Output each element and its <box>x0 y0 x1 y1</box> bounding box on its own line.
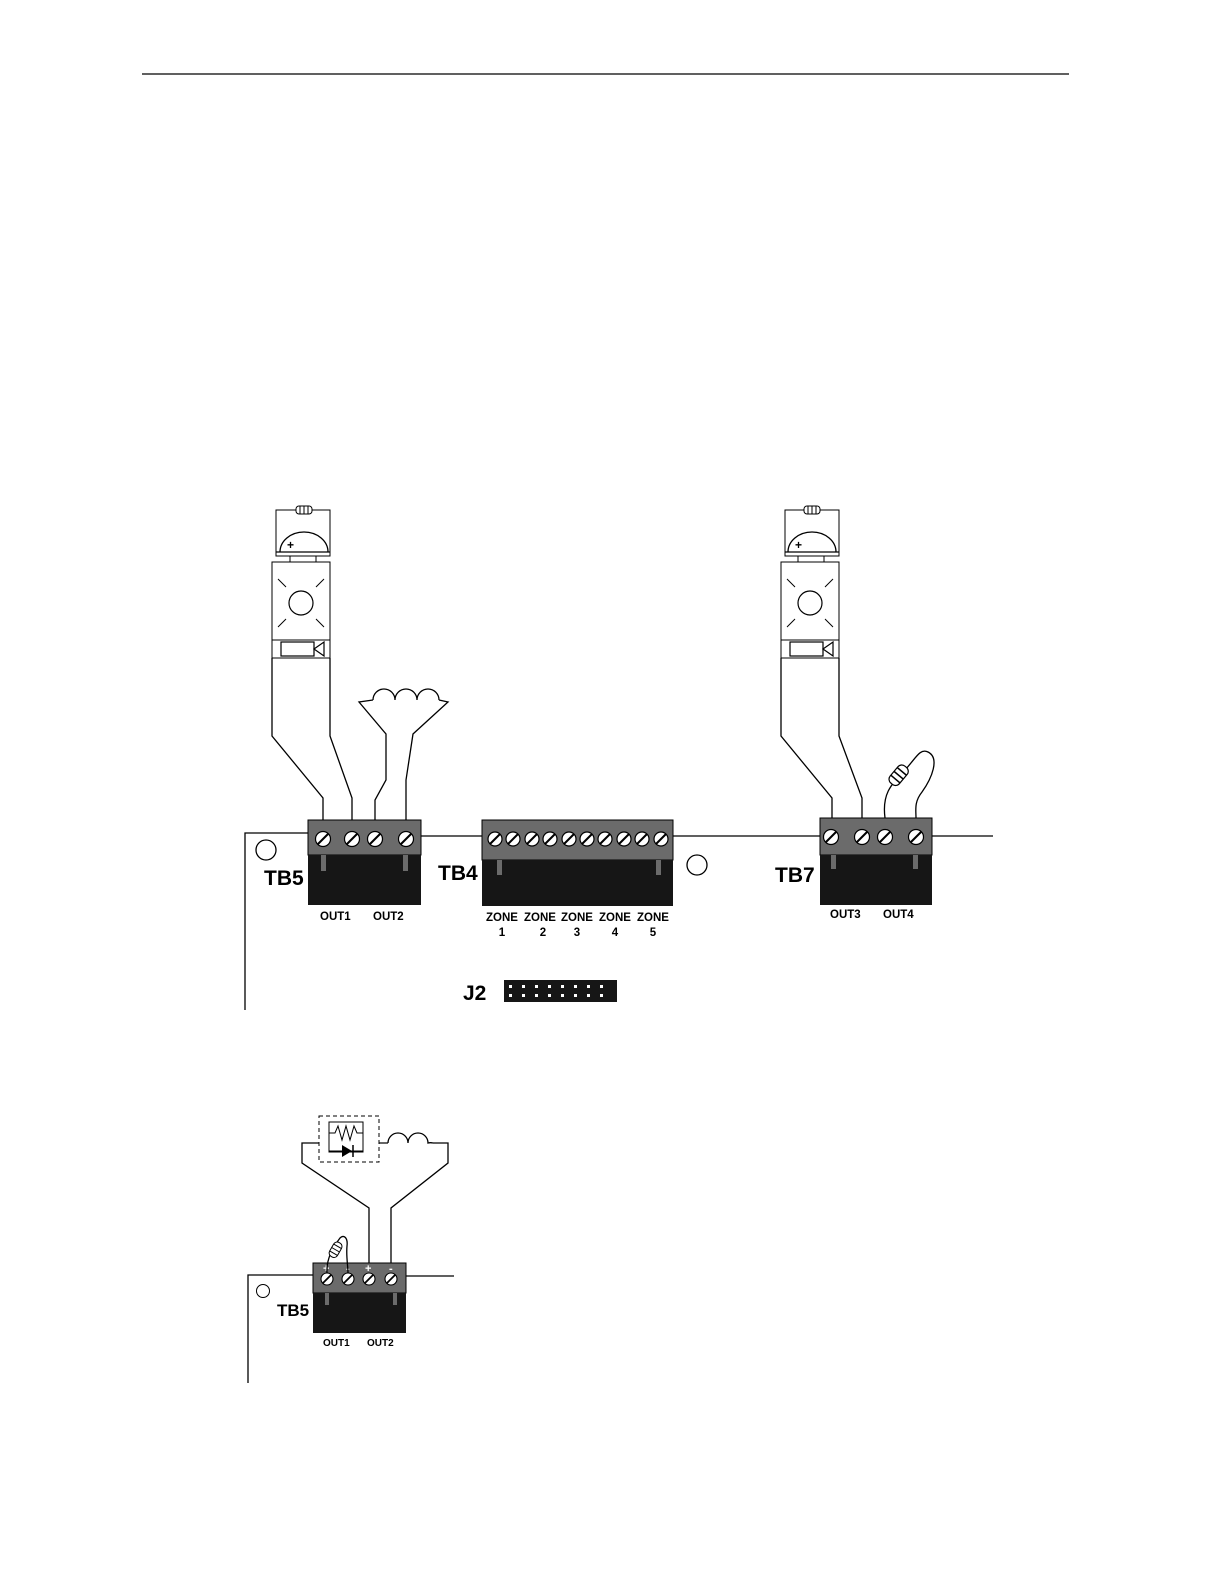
tb7-terminal-block <box>820 818 932 905</box>
tb7-screw <box>855 830 870 845</box>
tb5-screw <box>316 832 331 847</box>
terminal-sign-minus: - <box>389 1263 393 1275</box>
tb5-out2-label-fig2: OUT2 <box>367 1338 394 1349</box>
strobe-light-icon <box>272 562 330 640</box>
tb7-screw <box>878 830 893 845</box>
siren-strobe-stack-left: + <box>272 506 352 820</box>
figure-1-output-wiring: TB5 OUT1 OUT2 TB4 ZONE 1 ZONE 2 ZONE <box>245 506 993 1010</box>
zone-2-number: 2 <box>540 927 546 939</box>
j2-pin-header <box>504 980 617 1002</box>
tb4-screw <box>488 832 502 846</box>
terminal-sign-plus: + <box>323 1263 329 1275</box>
tb7-label: TB7 <box>775 864 815 887</box>
horn-speaker-icon <box>781 640 839 658</box>
zone-4-word: ZONE <box>599 912 631 924</box>
tb5-out1-label: OUT1 <box>320 911 351 923</box>
tb4-screw <box>654 832 668 846</box>
coil-icon <box>359 689 448 820</box>
zone-1-number: 1 <box>499 927 506 939</box>
zone-labels: ZONE 1 ZONE 2 ZONE 3 ZONE 4 ZONE 5 <box>486 912 669 939</box>
siren-icon: + <box>785 532 839 562</box>
zone-2-word: ZONE <box>524 912 556 924</box>
tb4-terminal-block <box>482 820 673 906</box>
strobe-light-icon <box>781 562 839 640</box>
resistor-icon <box>887 763 910 788</box>
tb7-out4-label: OUT4 <box>883 909 914 921</box>
siren-icon: + <box>276 532 330 562</box>
zone-5-word: ZONE <box>637 912 669 924</box>
terminal-sign-plus: + <box>365 1263 371 1275</box>
mounting-hole-left <box>256 840 276 860</box>
resistor-icon <box>328 1241 344 1259</box>
relay-coil-with-diode <box>302 1116 448 1263</box>
tb5-label: TB5 <box>264 867 304 890</box>
tb4-screw <box>562 832 576 846</box>
tb5-screw <box>368 832 383 847</box>
mounting-hole <box>257 1285 270 1298</box>
zone-3-number: 3 <box>574 927 580 939</box>
tb7-out3-label: OUT3 <box>830 909 861 921</box>
relay-coil-out2 <box>359 689 448 820</box>
coil-icon <box>379 1133 433 1143</box>
tb5-screw <box>345 832 360 847</box>
tb4-screw <box>598 832 612 846</box>
suppression-module-outline <box>319 1116 379 1162</box>
tb5-out2-label: OUT2 <box>373 911 404 923</box>
tb4-screw <box>543 832 557 846</box>
tb5-label-fig2: TB5 <box>277 1301 309 1320</box>
tb4-screw <box>635 832 649 846</box>
tb4-screw <box>506 832 520 846</box>
zone-5-number: 5 <box>650 927 657 939</box>
figure-2-output-wiring: + - + - TB5 OUT1 OUT2 <box>248 1116 454 1383</box>
tb5-terminal-block-fig2: + - + - <box>313 1263 406 1333</box>
tb4-label: TB4 <box>438 862 478 885</box>
zone-3-word: ZONE <box>561 912 593 924</box>
tb5-out1-label-fig2: OUT1 <box>323 1338 350 1349</box>
zone-1-word: ZONE <box>486 912 518 924</box>
diode-icon <box>329 1145 363 1157</box>
j2-label: J2 <box>463 982 486 1005</box>
zone-4-number: 4 <box>612 927 619 939</box>
tb5-terminal-block <box>308 820 421 905</box>
eol-resistor-out4 <box>884 751 934 818</box>
horn-speaker-icon <box>272 640 330 658</box>
tb4-screw <box>617 832 631 846</box>
tb7-screw <box>909 830 924 845</box>
siren-strobe-stack-right: + <box>781 506 862 818</box>
siren-plus-sign: + <box>795 538 802 552</box>
mounting-hole-center <box>687 855 707 875</box>
tb5-screw <box>399 832 414 847</box>
siren-plus-sign: + <box>287 538 294 552</box>
tb4-screw <box>580 832 594 846</box>
tb7-screw <box>824 830 839 845</box>
tb4-screw <box>525 832 539 846</box>
